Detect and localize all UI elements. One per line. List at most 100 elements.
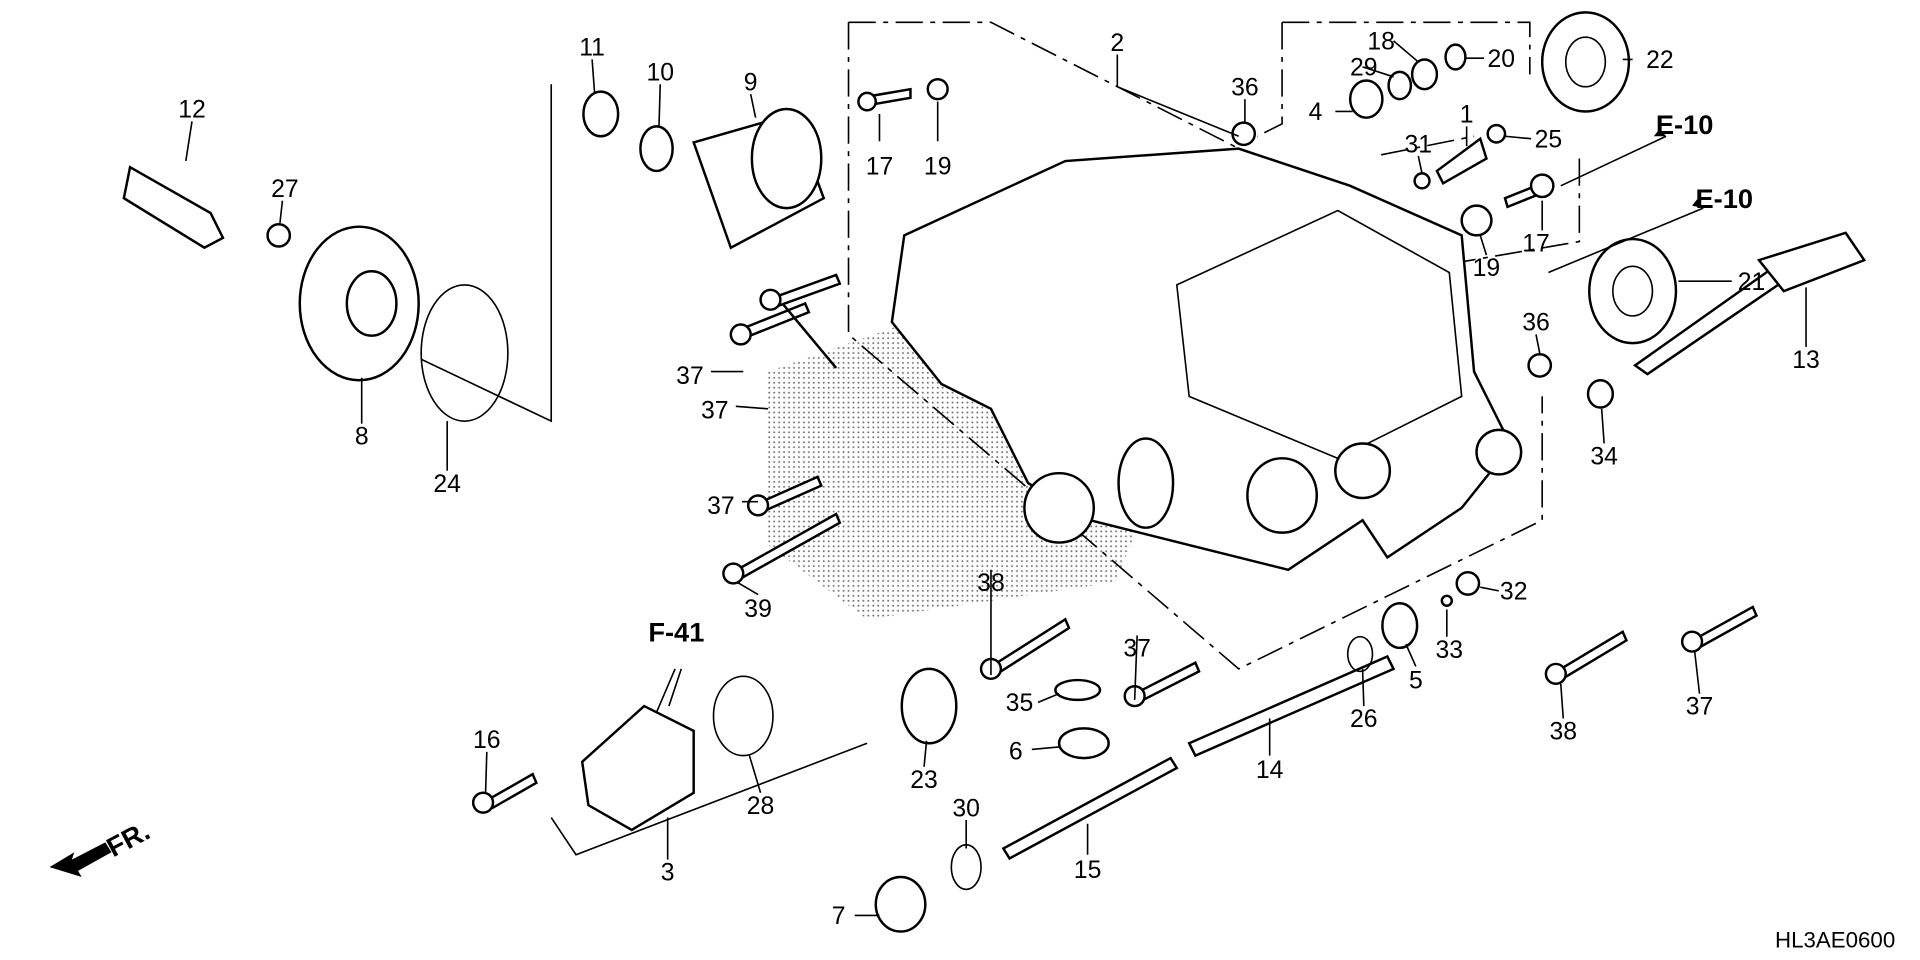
callout: 19 <box>1473 255 1501 282</box>
callout: 36 <box>1522 310 1550 337</box>
leader-lines <box>185 40 1807 917</box>
callout: 16 <box>473 727 501 754</box>
callout: 6 <box>1009 738 1023 765</box>
callout: 5 <box>1409 668 1423 695</box>
gasket-surface <box>1175 209 1463 460</box>
callout: 13 <box>1792 347 1820 374</box>
callout: 19 <box>924 154 952 181</box>
mount-boss <box>1475 428 1523 476</box>
washer-29 <box>1387 70 1413 101</box>
ring-20 <box>1444 43 1467 71</box>
callout: 37 <box>1123 636 1151 663</box>
callout: 30 <box>952 795 980 822</box>
ref-e10-a[interactable]: E-10 <box>1656 109 1714 140</box>
callout: 4 <box>1309 99 1323 126</box>
washer-10 <box>639 125 674 173</box>
bearing-22 <box>1540 11 1631 113</box>
bolts <box>471 87 1759 814</box>
front-marker: FR. <box>101 815 154 863</box>
callout: 10 <box>646 60 674 87</box>
shaft-15 <box>1001 756 1179 861</box>
dowel-36 <box>1231 121 1257 147</box>
washer-34 <box>1586 379 1615 409</box>
callout: 15 <box>1074 857 1102 884</box>
callout: 38 <box>977 570 1005 597</box>
oil-seal-23 <box>900 667 958 745</box>
callout: 22 <box>1646 47 1674 74</box>
callout: 37 <box>676 363 704 390</box>
o-ring-30 <box>950 843 982 891</box>
callouts: 12 27 11 10 9 8 24 17 19 2 36 29 18 20 2… <box>178 29 1820 931</box>
callout: 9 <box>744 69 758 96</box>
washer-25 <box>1486 123 1507 144</box>
callout: 12 <box>178 97 206 124</box>
bearing-boss <box>1246 457 1318 534</box>
washer-19b <box>926 78 949 101</box>
output-boss <box>1023 471 1096 544</box>
seal-4 <box>1348 79 1384 119</box>
group-frame-cover <box>847 21 1543 670</box>
strainer-12 <box>122 165 225 250</box>
drain-plug-6 <box>1057 727 1110 760</box>
callout: 23 <box>910 767 938 794</box>
callout: 32 <box>1500 579 1528 606</box>
callout: 34 <box>1590 444 1618 471</box>
bearing-21-race <box>1611 265 1654 317</box>
callout: 36 <box>1231 74 1259 101</box>
plug-1 <box>1435 136 1488 186</box>
washer-35 <box>1054 678 1102 702</box>
washer-31 <box>1413 172 1431 190</box>
callout: 38 <box>1549 719 1577 746</box>
callout: 37 <box>1686 694 1714 721</box>
callout: 31 <box>1405 131 1433 158</box>
seal-18 <box>1410 58 1439 91</box>
callout: 17 <box>1522 230 1550 257</box>
washer-32 <box>1455 571 1481 596</box>
washer-19 <box>1460 204 1493 237</box>
front-arrow-icon <box>49 842 112 878</box>
ref-e10-b[interactable]: E-10 <box>1696 183 1754 214</box>
callout: 2 <box>1110 30 1124 57</box>
diagram-code: HL3AE0600 <box>1775 928 1895 953</box>
callout: 7 <box>832 903 846 930</box>
callout: 33 <box>1436 637 1464 664</box>
callout: 25 <box>1535 126 1563 153</box>
callout: 27 <box>271 176 299 203</box>
dowel-36b <box>1527 353 1553 378</box>
shaft-14 <box>1187 654 1396 758</box>
o-ring-26 <box>1346 635 1374 673</box>
cover-hub <box>345 270 398 337</box>
group-frame-lines <box>420 84 868 856</box>
callout: 8 <box>355 424 369 451</box>
callout: 17 <box>866 154 894 181</box>
callout: 1 <box>1460 102 1474 129</box>
shaft-boss <box>1334 442 1392 500</box>
callout: 26 <box>1350 706 1378 733</box>
callout: 20 <box>1488 46 1516 73</box>
oil-pump-3 <box>580 704 695 832</box>
callout: 39 <box>744 596 772 623</box>
callout: 3 <box>661 860 675 887</box>
filter-end <box>750 107 823 210</box>
washer-33 <box>1440 594 1454 607</box>
callout: 11 <box>579 35 605 62</box>
ref-f41[interactable]: F-41 <box>648 617 704 648</box>
o-ring-28 <box>712 675 774 757</box>
bearing-22-race <box>1564 36 1607 88</box>
sensor-13-head <box>1756 231 1867 293</box>
callout: 37 <box>701 398 729 425</box>
callout: 24 <box>433 471 461 498</box>
pump-cover <box>1117 437 1175 529</box>
group-frame-seals <box>1256 21 1531 137</box>
spring-11 <box>582 90 620 138</box>
callout: 37 <box>707 493 735 520</box>
callout: 18 <box>1367 29 1395 56</box>
callout: 14 <box>1256 757 1284 784</box>
washer-27 <box>266 222 292 248</box>
bearing-21 <box>1588 237 1678 345</box>
callout: 21 <box>1738 269 1766 296</box>
o-ring-24 <box>420 284 509 422</box>
plug-5 <box>1381 602 1419 650</box>
